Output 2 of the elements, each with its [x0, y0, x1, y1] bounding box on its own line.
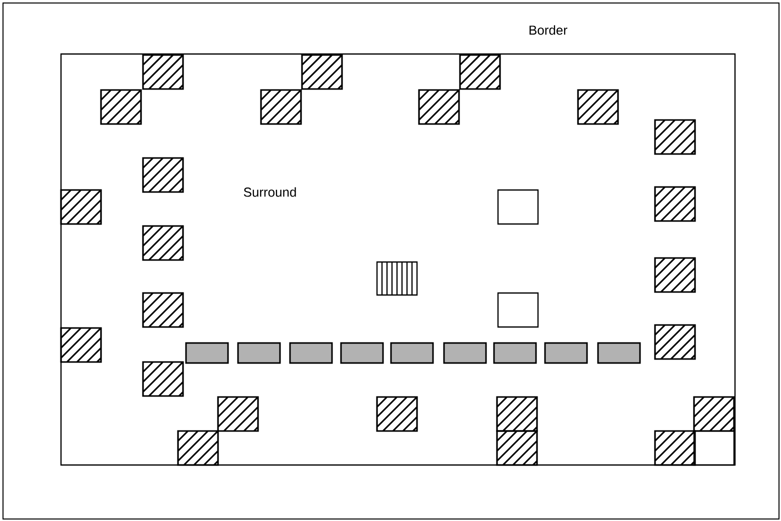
- area-label: Surround: [244, 187, 296, 197]
- area-label: Border: [530, 25, 568, 35]
